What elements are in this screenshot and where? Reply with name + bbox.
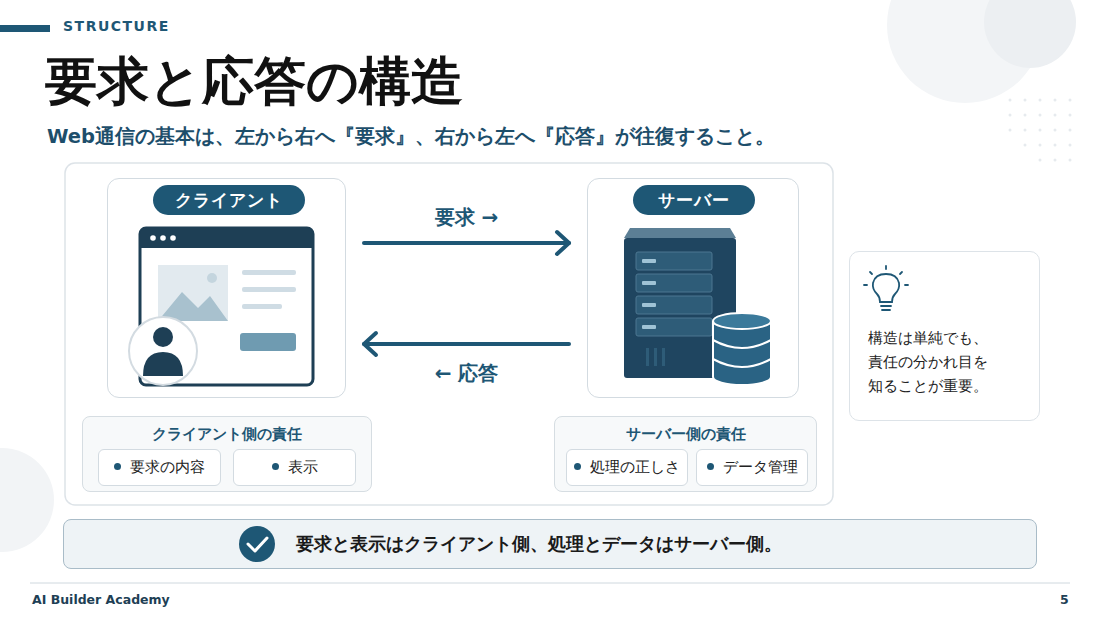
bullet-dot <box>272 463 279 470</box>
connector-line <box>364 241 569 245</box>
decor-circle <box>984 0 1076 68</box>
edge-label: ← 応答 <box>435 360 499 387</box>
page-number: 5 <box>1060 592 1069 607</box>
flow-arrow <box>364 333 569 355</box>
server-box: サーバー <box>587 178 799 398</box>
item-text: 要求の内容 <box>130 458 205 477</box>
bullet-dot <box>574 463 581 470</box>
item-chip: 処理の正しさ <box>566 449 688 486</box>
group-heading: クライアント側の責任 <box>83 425 371 444</box>
slide-title: 要求と応答の構造 <box>45 50 463 112</box>
tip-text: 構造は単純でも、 責任の分かれ目を 知ることが重要。 <box>868 326 1018 398</box>
connector-line <box>364 342 569 346</box>
flow-arrow <box>364 232 569 254</box>
decor-circle <box>0 448 54 552</box>
diagram-frame <box>65 163 833 505</box>
client-box: クライアント <box>107 178 346 398</box>
subtitle: Web通信の基本は、左から右へ『要求』、右から左へ『応答』が往復すること。 <box>47 123 775 150</box>
summary-band: 要求と表示はクライアント側、処理とデータはサーバー側。 <box>63 519 1037 569</box>
item-text: 処理の正しさ <box>590 458 680 477</box>
check-icon <box>239 526 275 562</box>
decor-dots <box>1009 99 1072 162</box>
footer-rule <box>30 583 1070 584</box>
browser-illustration <box>140 228 313 385</box>
responsibility-box: クライアント側の責任要求の内容 表示 <box>82 416 372 492</box>
item-chip: 要求の内容 <box>98 449 221 486</box>
footer-brand: AI Builder Academy <box>32 592 170 607</box>
arrow-head <box>364 333 376 355</box>
tip-box: 構造は単純でも、 責任の分かれ目を 知ることが重要。 <box>849 251 1040 421</box>
box-heading: サーバー <box>633 185 755 215</box>
group-heading: サーバー側の責任 <box>555 425 816 444</box>
item-chip: 表示 <box>233 449 356 486</box>
user-avatar <box>129 317 197 385</box>
summary-text: 要求と表示はクライアント側、処理とデータはサーバー側。 <box>296 520 782 568</box>
database-illustration <box>713 313 771 385</box>
lightbulb-icon <box>864 266 908 310</box>
item-chip: データ管理 <box>696 449 808 486</box>
bullet-dot <box>707 463 714 470</box>
edge-label: 要求 → <box>435 204 499 231</box>
item-text: 表示 <box>288 458 318 477</box>
arrow-head <box>557 232 569 254</box>
responsibility-box: サーバー側の責任処理の正しさ データ管理 <box>554 416 817 492</box>
server-illustration <box>624 228 736 378</box>
section-tag: STRUCTURE <box>63 18 170 34</box>
accent-bar <box>0 25 50 32</box>
box-heading: クライアント <box>153 185 305 215</box>
item-text: データ管理 <box>723 458 798 477</box>
bullet-dot <box>114 463 121 470</box>
